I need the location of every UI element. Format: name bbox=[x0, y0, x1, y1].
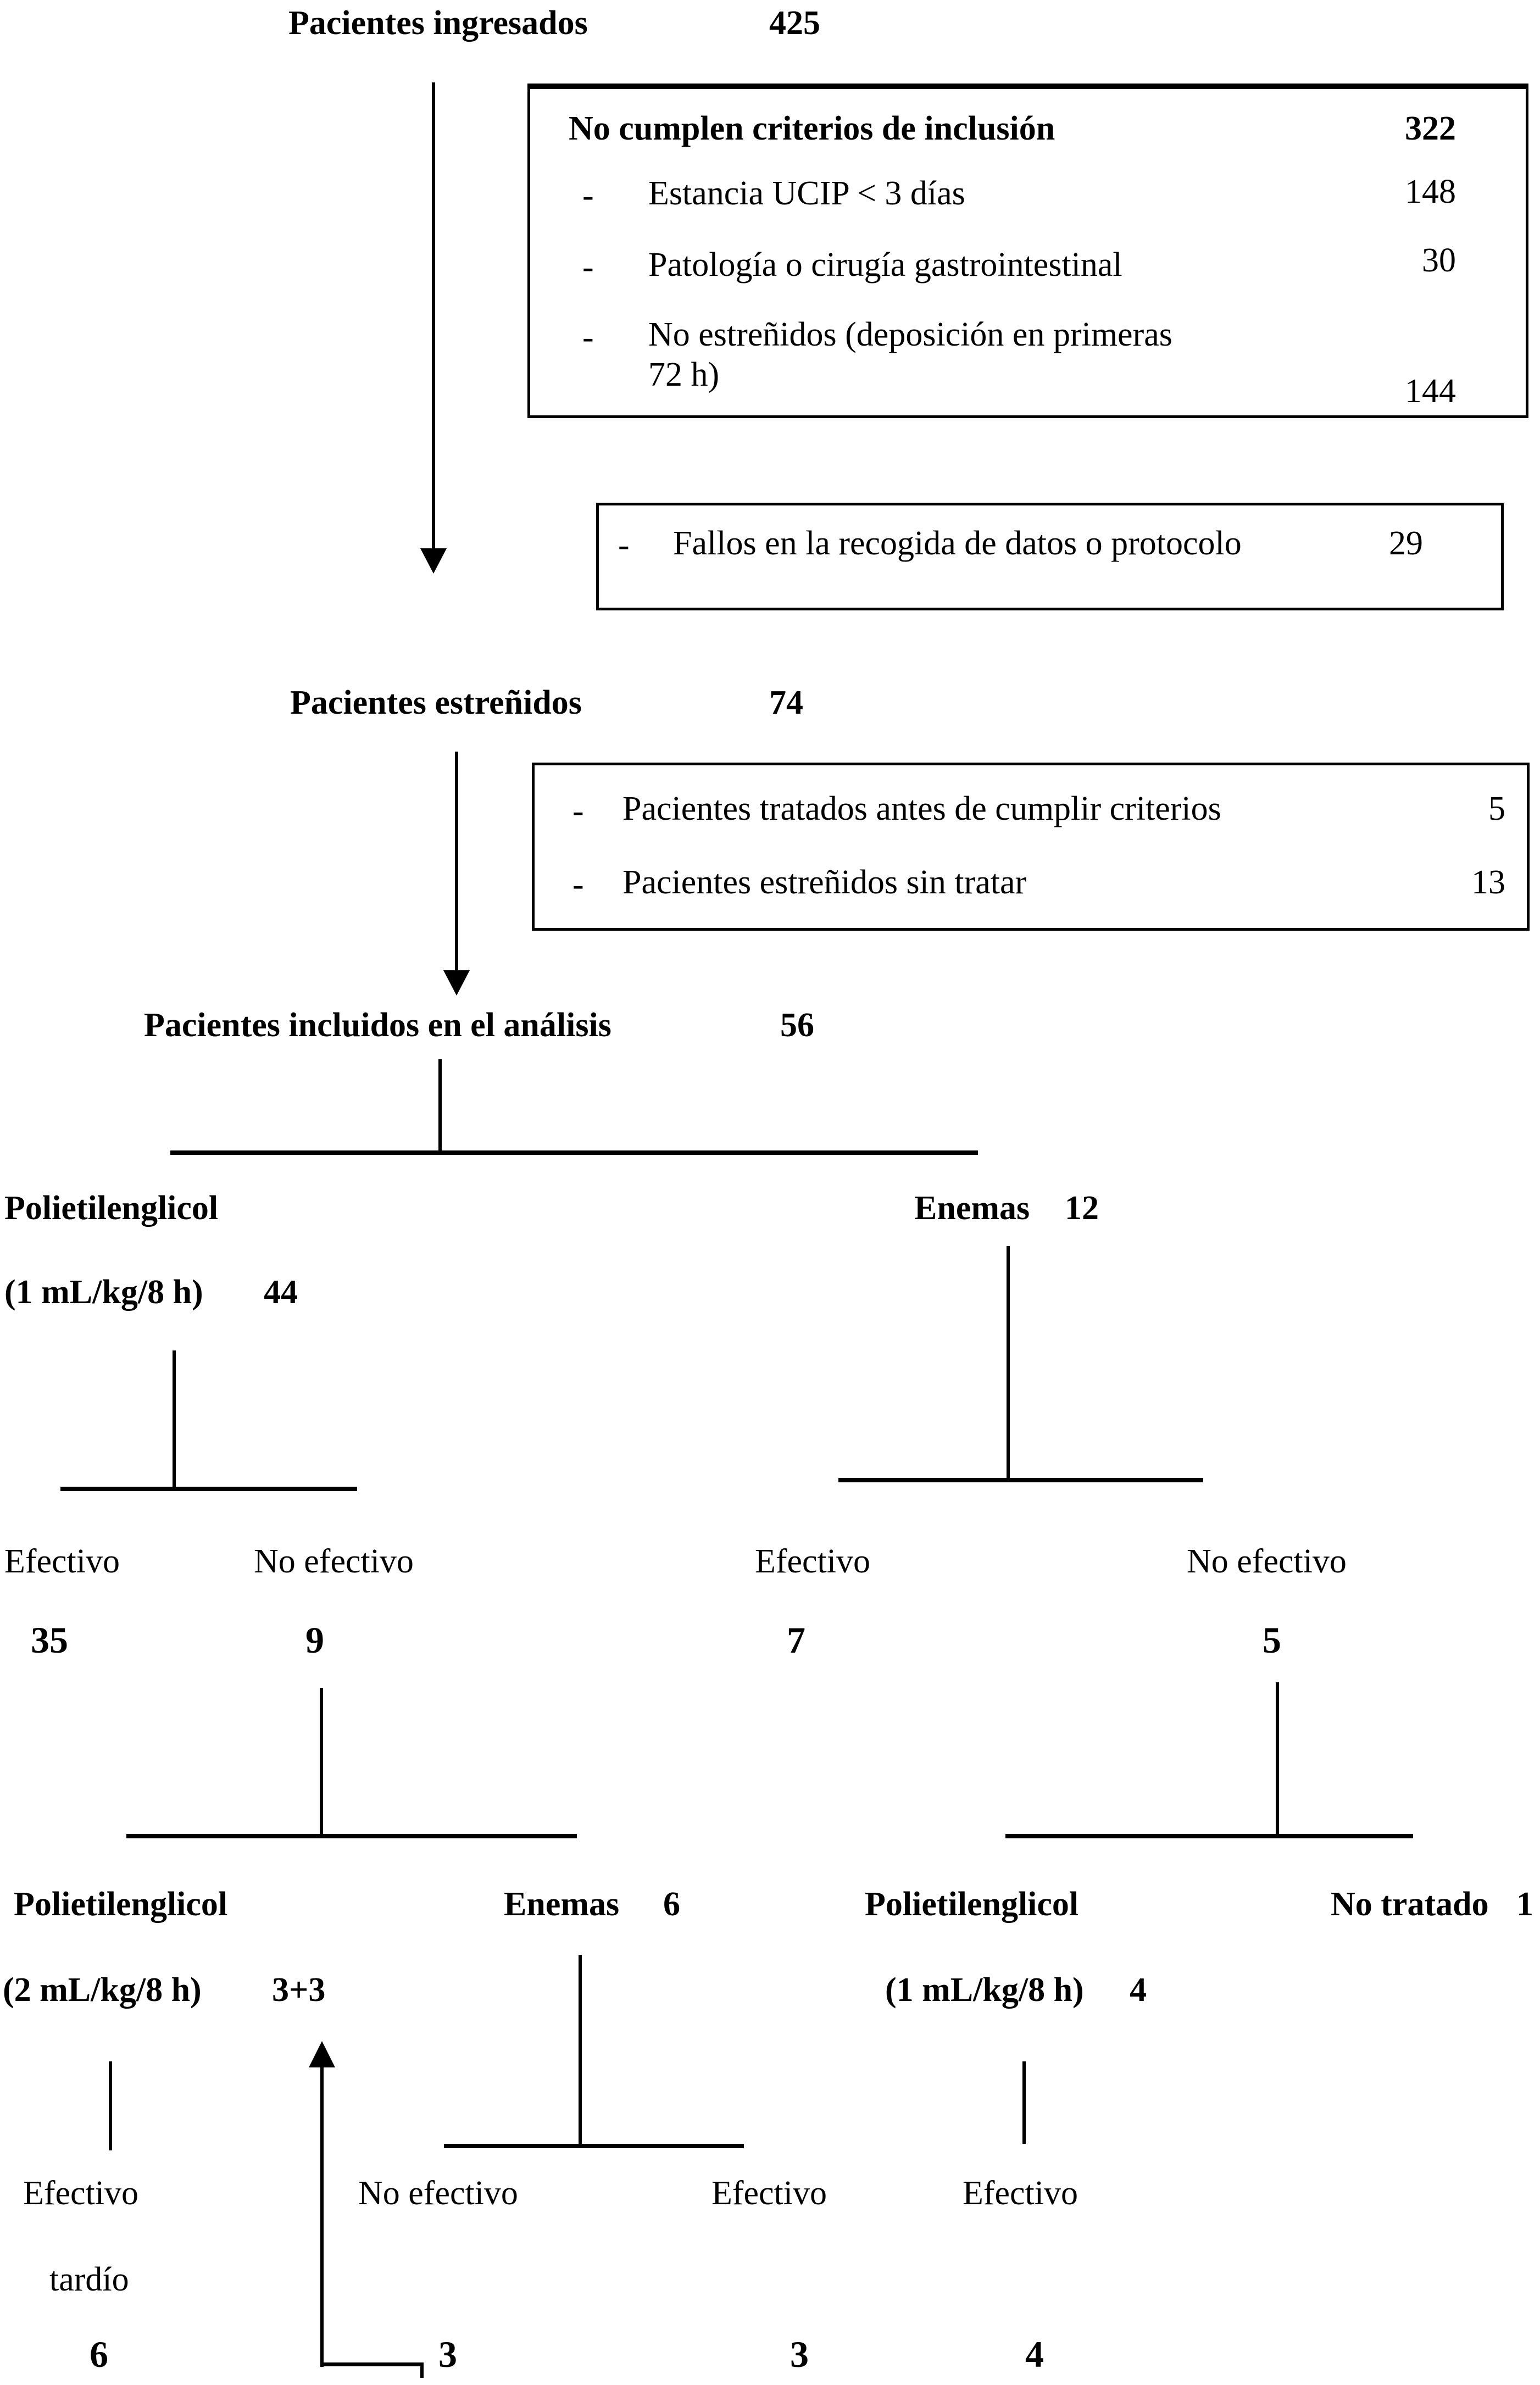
pretreated-label: Pacientes tratados antes de cumplir crit… bbox=[622, 790, 1221, 827]
arrow-up-icon bbox=[309, 2041, 335, 2067]
enemas-noneffective-label: No efectivo bbox=[1187, 1543, 1347, 1580]
pretreated-bullet: - bbox=[572, 792, 584, 830]
exclusion-criteria-box bbox=[527, 84, 1528, 418]
split-enemas-outcomes bbox=[838, 1478, 1203, 1482]
rescue-enemas-effective-value: 3 bbox=[790, 2333, 809, 2375]
connector-constipated-to-analyzed bbox=[455, 752, 458, 971]
dropout-label: Fallos en la recogida de datos o protoco… bbox=[673, 525, 1242, 562]
peg-noneffective-value: 9 bbox=[305, 1619, 324, 1661]
untreated-label: No tratado bbox=[1331, 1886, 1489, 1923]
late-effective-label-line2: tardío bbox=[49, 2261, 129, 2298]
exclusion-item-value: 30 bbox=[1422, 242, 1456, 279]
peg-effective-label: Efectivo bbox=[4, 1543, 120, 1580]
rescue-peg2-label: Polietilenglicol bbox=[14, 1886, 228, 1923]
connector-retreat-vertical bbox=[320, 2066, 324, 2367]
constipated-label: Pacientes estreñidos bbox=[290, 684, 582, 721]
split-arms bbox=[170, 1150, 978, 1155]
analyzed-value: 56 bbox=[780, 1007, 814, 1044]
exclusion-item-bullet: - bbox=[582, 319, 594, 356]
enemas-noneffective-value: 5 bbox=[1263, 1619, 1281, 1661]
peg-arm-dose: (1 mL/kg/8 h) bbox=[4, 1274, 203, 1311]
connector-admitted-to-constipated bbox=[432, 82, 435, 549]
arrow-down-icon bbox=[420, 548, 447, 574]
connector-retreat-tick bbox=[420, 2362, 424, 2378]
connector-rescue-peg1-stem bbox=[1022, 2061, 1026, 2144]
pretreated-value: 13 bbox=[1471, 864, 1505, 901]
dropout-bullet: - bbox=[618, 526, 630, 564]
protocol-failures-box bbox=[596, 503, 1504, 610]
exclusion-item-label: Estancia UCIP < 3 días bbox=[648, 175, 965, 212]
rescue-enemas-noneffective-label: No efectivo bbox=[358, 2175, 518, 2212]
pretreatment-exclusions-box bbox=[532, 763, 1530, 931]
split-rescue-enemas-outcomes bbox=[444, 2144, 744, 2148]
rescue-enemas-value: 6 bbox=[663, 1886, 680, 1923]
rescue-enemas-effective-label: Efectivo bbox=[711, 2175, 827, 2212]
connector-peg-noneffective-stem bbox=[320, 1688, 323, 1835]
exclusion-item-label: Patología o cirugía gastrointestinal bbox=[648, 246, 1122, 283]
enemas-arm-value: 12 bbox=[1065, 1189, 1099, 1227]
peg-arm-label: Polietilenglicol bbox=[4, 1189, 219, 1227]
admitted-label: Pacientes ingresados bbox=[288, 4, 588, 42]
exclusion-item-label-line2: 72 h) bbox=[648, 356, 720, 393]
constipated-value: 74 bbox=[769, 684, 803, 721]
exclusion-title-value: 322 bbox=[1405, 110, 1456, 147]
connector-enemas-noneffective-stem bbox=[1276, 1682, 1279, 1835]
pretreated-bullet: - bbox=[572, 866, 584, 903]
late-effective-label: Efectivo bbox=[23, 2175, 139, 2212]
analyzed-label: Pacientes incluidos en el análisis bbox=[144, 1007, 611, 1044]
connector-retreat-horizontal bbox=[320, 2362, 424, 2366]
connector-peg2-to-late-effective bbox=[109, 2061, 112, 2150]
arrow-down-icon bbox=[443, 970, 470, 996]
rescue-peg1-value: 4 bbox=[1130, 1971, 1147, 2009]
rescue-enemas-label: Enemas bbox=[504, 1886, 620, 1923]
exclusion-item-label: No estreñidos (deposición en primeras bbox=[648, 316, 1172, 353]
pretreated-label: Pacientes estreñidos sin tratar bbox=[622, 864, 1027, 901]
connector-enemas-stem bbox=[1007, 1246, 1010, 1479]
peg-arm-value: 44 bbox=[264, 1274, 298, 1311]
connector-analyzed-stem bbox=[438, 1059, 442, 1152]
split-enemas-rescue bbox=[1005, 1834, 1413, 1838]
connector-rescue-enemas-stem bbox=[579, 1955, 582, 2145]
exclusion-item-bullet: - bbox=[582, 177, 594, 214]
rescue-peg1-effective-label: Efectivo bbox=[963, 2175, 1078, 2212]
rescue-peg2-dose: (2 mL/kg/8 h) bbox=[3, 1971, 202, 2009]
pretreated-value: 5 bbox=[1488, 790, 1505, 827]
enemas-arm-label: Enemas bbox=[914, 1189, 1030, 1227]
enemas-effective-value: 7 bbox=[787, 1619, 805, 1661]
rescue-peg1-dose: (1 mL/kg/8 h) bbox=[885, 1971, 1084, 2009]
split-peg-outcomes bbox=[60, 1487, 357, 1491]
rescue-peg1-effective-value: 4 bbox=[1025, 2333, 1044, 2375]
exclusion-item-bullet: - bbox=[582, 248, 594, 286]
rescue-peg2-value: 3+3 bbox=[272, 1971, 326, 2009]
rescue-enemas-noneffective-value: 3 bbox=[438, 2333, 457, 2375]
peg-effective-value: 35 bbox=[31, 1619, 68, 1661]
untreated-value: 1 bbox=[1516, 1886, 1533, 1923]
dropout-value: 29 bbox=[1389, 525, 1423, 562]
exclusion-title: No cumplen criterios de inclusión bbox=[569, 110, 1055, 147]
enemas-effective-label: Efectivo bbox=[755, 1543, 871, 1580]
admitted-value: 425 bbox=[769, 4, 820, 42]
split-peg-rescue bbox=[126, 1834, 577, 1838]
exclusion-item-value: 144 bbox=[1405, 373, 1456, 410]
exclusion-item-value: 148 bbox=[1405, 173, 1456, 210]
late-effective-value: 6 bbox=[90, 2333, 108, 2375]
peg-noneffective-label: No efectivo bbox=[254, 1543, 414, 1580]
connector-peg-stem bbox=[173, 1350, 176, 1488]
rescue-peg1-label: Polietilenglicol bbox=[865, 1886, 1079, 1923]
